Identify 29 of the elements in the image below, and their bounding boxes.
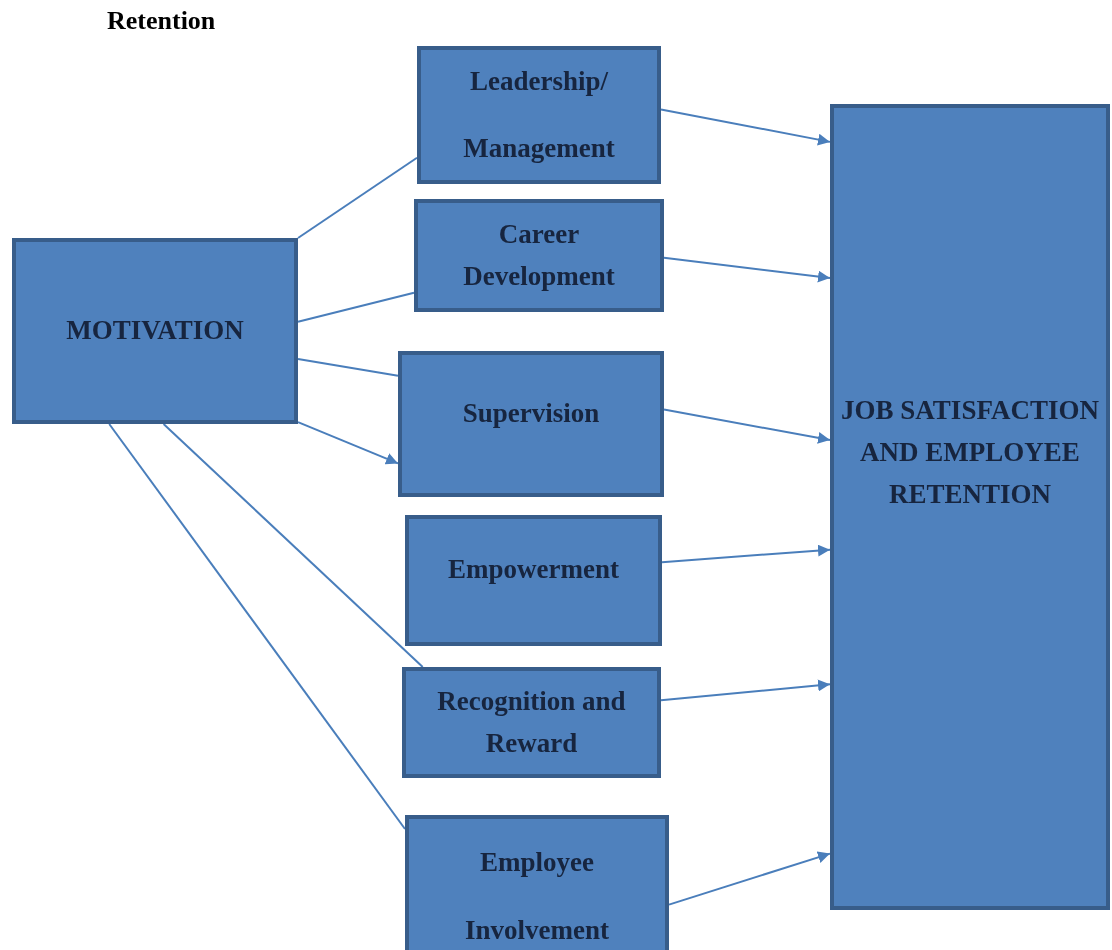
process-box bbox=[402, 667, 661, 778]
process-box bbox=[405, 515, 662, 646]
box-label: MOTIVATION bbox=[66, 314, 244, 348]
arrow bbox=[660, 108, 831, 146]
process-box bbox=[830, 104, 1110, 910]
box-label: Empowerment bbox=[448, 553, 619, 586]
arrow bbox=[661, 544, 831, 564]
diagram-title: Retention bbox=[107, 6, 216, 36]
box-label: Career Development bbox=[462, 217, 616, 293]
arrow bbox=[663, 256, 831, 283]
process-box bbox=[12, 238, 298, 424]
process-box bbox=[414, 199, 664, 312]
box-label: Leadership/ Management bbox=[462, 64, 616, 165]
connector-line bbox=[297, 291, 415, 323]
box-label: Employee Involvement bbox=[464, 846, 610, 947]
connector-line bbox=[297, 156, 418, 239]
box-label: JOB SATISFACTION AND EMPLOYEE RETENTION bbox=[840, 394, 1100, 511]
connector-line bbox=[162, 423, 424, 668]
connector-line bbox=[108, 423, 406, 830]
process-box bbox=[417, 46, 661, 184]
box-label: Supervision bbox=[462, 397, 600, 430]
box-label: Recognition and Reward bbox=[436, 684, 627, 760]
process-box bbox=[398, 351, 664, 497]
process-box bbox=[405, 815, 669, 950]
arrow bbox=[668, 851, 831, 906]
arrow bbox=[660, 679, 831, 702]
connector-line bbox=[297, 357, 399, 377]
arrow bbox=[297, 421, 399, 465]
arrow bbox=[663, 408, 831, 444]
